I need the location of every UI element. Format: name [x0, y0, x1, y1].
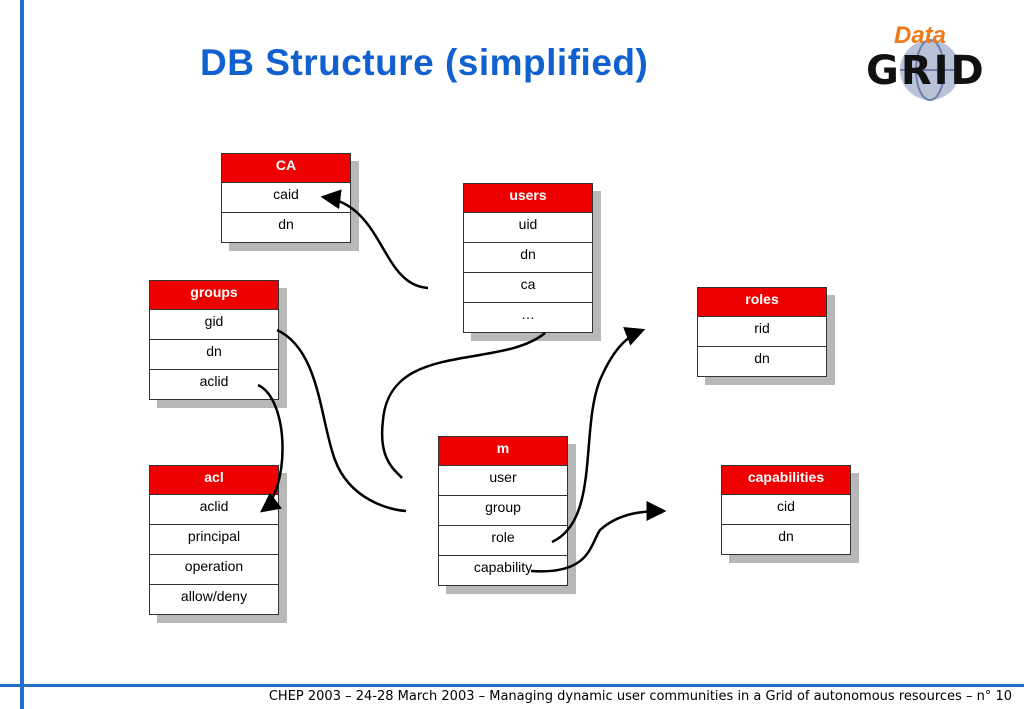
- table-users: users uid dn ca …: [463, 183, 593, 333]
- table-field: operation: [150, 555, 278, 585]
- table-field: aclid: [150, 495, 278, 525]
- footer-rule: [0, 684, 1024, 687]
- table-field: principal: [150, 525, 278, 555]
- slide-title: DB Structure (simplified): [200, 42, 649, 83]
- table-field: …: [521, 306, 535, 322]
- arrow-m-capability: [530, 501, 667, 573]
- datagrid-logo: Data GRID: [858, 22, 998, 104]
- table-field: dn: [278, 216, 294, 232]
- table-m: m user group role capability: [438, 436, 568, 586]
- table-field: capability: [473, 559, 533, 575]
- arrow-users-ca: [320, 189, 429, 290]
- table-field: dn: [754, 350, 770, 366]
- table-header: CA: [222, 154, 350, 183]
- table-header: groups: [150, 281, 278, 310]
- table-field: user: [439, 466, 567, 496]
- logo-grid-text: GRID: [866, 48, 986, 94]
- table-groups: groups gid dn aclid: [149, 280, 279, 400]
- table-field: group: [439, 496, 567, 526]
- globe-icon: [900, 39, 960, 101]
- table-header: m: [439, 437, 567, 466]
- table-field: aclid: [199, 373, 229, 389]
- footer-text: CHEP 2003 – 24-28 March 2003 – Managing …: [268, 689, 1012, 704]
- table-field: dn: [778, 528, 794, 544]
- logo-data-text: Data: [894, 22, 947, 49]
- left-accent-bar: [20, 0, 24, 709]
- table-header: capabilities: [722, 466, 850, 495]
- table-field: gid: [150, 310, 278, 340]
- table-capabilities: capabilities cid dn: [721, 465, 851, 555]
- table-field: cid: [722, 495, 850, 525]
- table-header: users: [464, 184, 592, 213]
- table-field: caid: [222, 183, 350, 213]
- table-roles: roles rid dn: [697, 287, 827, 377]
- arrow-m-group: [276, 328, 407, 513]
- table-field: rid: [698, 317, 826, 347]
- table-header: roles: [698, 288, 826, 317]
- table-field: ca: [464, 273, 592, 303]
- arrow-groups-acl: [257, 383, 284, 513]
- table-header: acl: [150, 466, 278, 495]
- arrow-m-user: [380, 332, 546, 479]
- table-field: uid: [464, 213, 592, 243]
- table-field: dn: [464, 243, 592, 273]
- arrow-m-role: [551, 326, 646, 544]
- table-field: dn: [150, 340, 278, 370]
- table-field: role: [439, 526, 567, 556]
- table-field: allow/deny: [180, 588, 248, 604]
- table-acl: acl aclid principal operation allow/deny: [149, 465, 279, 615]
